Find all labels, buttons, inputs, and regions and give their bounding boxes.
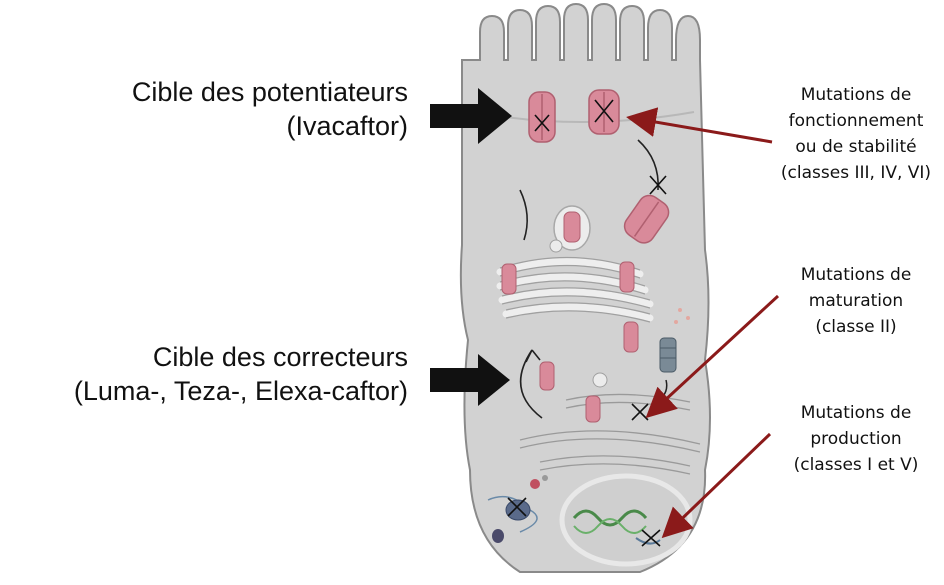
correctors-line1: Cible des correcteurs: [74, 340, 408, 374]
production-line3: (classes I et V): [772, 452, 940, 478]
correctors-line2: (Luma-, Teza-, Elexa-caftor): [74, 374, 408, 408]
potentiators-line1: Cible des potentiateurs: [132, 75, 408, 109]
correctors-label: Cible des correcteurs (Luma-, Teza-, Ele…: [74, 340, 408, 408]
potentiators-label: Cible des potentiateurs (Ivacaftor): [132, 75, 408, 143]
function-line1: Mutations de: [772, 82, 940, 108]
maturation-mutations-label: Mutations de maturation (classe II): [772, 262, 940, 340]
maturation-line1: Mutations de: [772, 262, 940, 288]
function-mutations-label: Mutations de fonctionnement ou de stabil…: [772, 82, 940, 186]
cftr-apical-left: [529, 92, 555, 142]
production-line1: Mutations de: [772, 400, 940, 426]
maturation-line3: (classe II): [772, 314, 940, 340]
function-line3: ou de stabilité: [772, 134, 940, 160]
function-line2: fonctionnement: [772, 108, 940, 134]
cftr-apical-right: [589, 90, 619, 134]
function-line4: (classes III, IV, VI): [772, 160, 940, 186]
production-mutations-label: Mutations de production (classes I et V): [772, 400, 940, 478]
potentiators-line2: (Ivacaftor): [132, 109, 408, 143]
production-line2: production: [772, 426, 940, 452]
maturation-line2: maturation: [772, 288, 940, 314]
nucleus: [562, 476, 690, 564]
